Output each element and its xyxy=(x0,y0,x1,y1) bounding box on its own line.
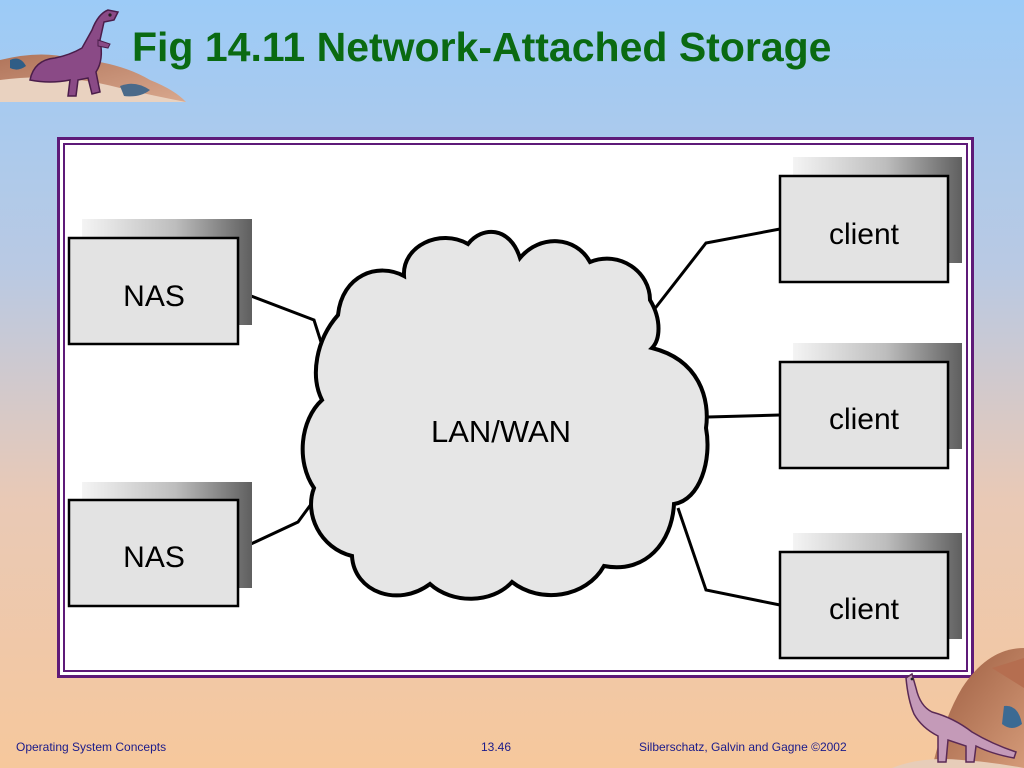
footer-course-title: Operating System Concepts xyxy=(16,740,167,754)
link-client-2 xyxy=(707,413,781,419)
nas-label: NAS xyxy=(123,541,185,574)
link-client-3 xyxy=(676,507,781,607)
lan-wan-cloud xyxy=(300,229,710,601)
slide-title: Fig 14.11 Network-Attached Storage xyxy=(132,24,832,70)
nas-box-body xyxy=(67,498,240,608)
client-box-body xyxy=(778,360,950,470)
client-box: client xyxy=(778,343,962,470)
nas-box-body xyxy=(67,236,240,346)
client-label: client xyxy=(829,218,900,251)
link-client-1 xyxy=(644,227,781,321)
footer-copyright: Silberschatz, Galvin and Gagne ©2002 xyxy=(639,740,847,754)
nas-label: NAS xyxy=(123,280,185,313)
dinosaur-logo-bottom-right xyxy=(892,648,1024,768)
cloud-label: LAN/WAN xyxy=(431,414,571,449)
client-box-body xyxy=(778,550,950,660)
dinosaur-logo-top-left xyxy=(0,9,186,102)
client-box-body xyxy=(778,174,950,284)
footer-slide-number: 13.46 xyxy=(481,740,512,754)
nas-box: NAS xyxy=(67,219,252,346)
client-box: client xyxy=(778,157,962,284)
client-label: client xyxy=(829,403,900,436)
client-box: client xyxy=(778,533,962,660)
client-label: client xyxy=(829,593,900,626)
nas-box: NAS xyxy=(67,482,252,608)
